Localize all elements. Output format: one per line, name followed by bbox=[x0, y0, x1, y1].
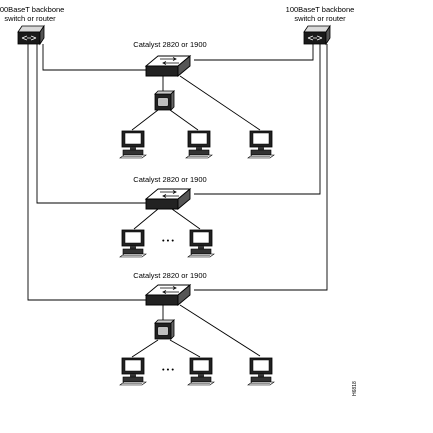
workstation-icon bbox=[187, 229, 215, 258]
ellipsis-more-workstations: • • • bbox=[162, 236, 174, 245]
backbone-right-label-line1: 100BaseT backbone bbox=[286, 5, 355, 14]
workstation-icon bbox=[247, 357, 275, 386]
link-right-to-switch1 bbox=[194, 44, 314, 61]
link-left-to-switch2 bbox=[36, 44, 146, 204]
switch-1-label: Catalyst 2820 or 1900 bbox=[133, 40, 206, 49]
backbone-router-left: 100BaseT backbone switch or router bbox=[0, 5, 64, 45]
switch-segment-2: Catalyst 2820 or 1900 • • • bbox=[119, 175, 215, 258]
switch-3-label: Catalyst 2820 or 1900 bbox=[133, 271, 206, 280]
backbone-left-label-line1: 100BaseT backbone bbox=[0, 5, 64, 14]
router-icon bbox=[303, 25, 331, 45]
backbone-left-label-line2: switch or router bbox=[4, 14, 56, 23]
workstation-icon bbox=[119, 229, 147, 258]
backbone-router-right: 100BaseT backbone switch or router bbox=[286, 5, 355, 45]
switch-2-label: Catalyst 2820 or 1900 bbox=[133, 175, 206, 184]
workstation-icon bbox=[119, 130, 147, 159]
catalyst-switch-icon bbox=[145, 188, 191, 210]
hub-icon bbox=[154, 319, 175, 340]
link-left-to-switch3 bbox=[27, 44, 146, 301]
workstation-icon bbox=[187, 357, 215, 386]
figure-id: H6818 bbox=[352, 381, 358, 396]
backbone-links bbox=[27, 44, 328, 301]
backbone-right-label-line2: switch or router bbox=[294, 14, 346, 23]
ellipsis-more-workstations: • • • bbox=[162, 365, 174, 374]
link-right-to-switch3 bbox=[194, 44, 328, 291]
switch-segment-3: Catalyst 2820 or 1900 • • • bbox=[119, 271, 275, 386]
link-left-to-switch1 bbox=[42, 44, 146, 71]
catalyst-switch-icon bbox=[145, 284, 191, 306]
workstation-icon bbox=[247, 130, 275, 159]
router-icon bbox=[17, 25, 45, 45]
catalyst-switch-icon bbox=[145, 55, 191, 77]
link-right-to-switch2 bbox=[194, 44, 321, 195]
workstation-icon bbox=[119, 357, 147, 386]
workstation-icon bbox=[185, 130, 213, 159]
switch-segment-1: Catalyst 2820 or 1900 bbox=[119, 40, 275, 159]
hub-icon bbox=[154, 90, 175, 111]
